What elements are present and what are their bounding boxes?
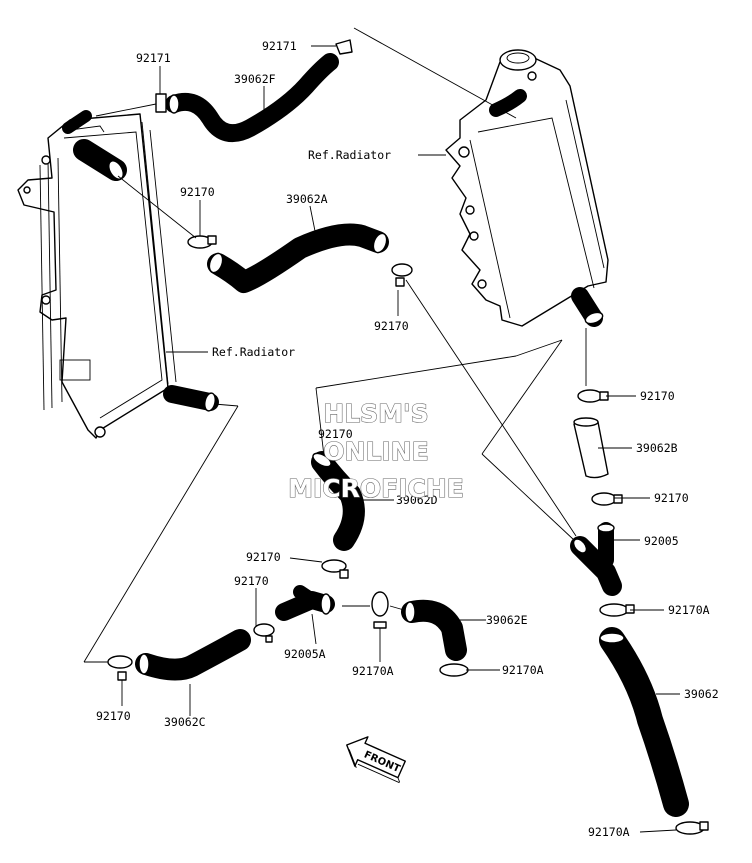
label-92170a-d[interactable]: 92170A: [588, 825, 630, 839]
leader-lines: [83, 27, 680, 833]
left-radiator[interactable]: [17, 110, 219, 439]
clamp-92171-upper[interactable]: [335, 39, 353, 55]
label-92005a[interactable]: 92005A: [284, 647, 326, 661]
clamp-92170a-bottom[interactable]: [675, 821, 709, 835]
hose-39062f[interactable]: [165, 53, 339, 143]
clamp-92170-center-left[interactable]: [253, 623, 275, 643]
clamp-92170-upper-left[interactable]: [187, 235, 217, 249]
tee-joint-92005a[interactable]: [275, 585, 335, 621]
label-39062b[interactable]: 39062B: [636, 441, 678, 455]
label-39062c[interactable]: 39062C: [164, 715, 206, 729]
label-ref-radiator-right[interactable]: Ref.Radiator: [308, 148, 391, 162]
hose-39062e[interactable]: [401, 599, 467, 661]
watermark-line-2: ONLINE: [323, 437, 428, 466]
label-ref-radiator-left[interactable]: Ref.Radiator: [212, 345, 295, 359]
hose-39062d[interactable]: [311, 451, 365, 551]
watermark-line-3: MICROFICHE: [288, 474, 464, 503]
label-39062a[interactable]: 39062A: [286, 192, 328, 206]
clamp-92170-lower-left[interactable]: [107, 655, 133, 681]
label-39062f[interactable]: 39062F: [234, 72, 276, 86]
label-92171-a[interactable]: 92171: [262, 39, 297, 53]
hose-39062b[interactable]: [573, 417, 609, 479]
front-arrow-marker: FRONT: [346, 736, 406, 784]
label-92170a-c[interactable]: 92170A: [502, 663, 544, 677]
clamp-92170a-lower[interactable]: [439, 663, 469, 677]
clamp-92171-left[interactable]: [155, 93, 167, 113]
label-92170-h[interactable]: 92170: [96, 709, 131, 723]
part-labels: 92171 92171 39062F Ref.Radiator 92170 39…: [96, 39, 719, 839]
clamp-92170a-right[interactable]: [599, 603, 635, 617]
label-92171-b[interactable]: 92171: [136, 51, 171, 65]
tee-joint-92005[interactable]: [570, 522, 622, 596]
hose-39062c[interactable]: [135, 629, 251, 681]
label-92170a-a[interactable]: 92170A: [668, 603, 710, 617]
label-39062e[interactable]: 39062E: [486, 613, 528, 627]
label-92005[interactable]: 92005: [644, 534, 679, 548]
label-92170-c[interactable]: 92170: [640, 389, 675, 403]
clamp-92170-right-mid[interactable]: [591, 492, 623, 506]
watermark-line-1: HLSM'S: [323, 399, 428, 428]
label-92170-e[interactable]: 92170: [654, 491, 689, 505]
label-39062d[interactable]: 39062D: [396, 493, 438, 507]
hose-39062a[interactable]: [207, 223, 389, 293]
label-92170-f[interactable]: 92170: [246, 550, 281, 564]
clamp-92170-center[interactable]: [321, 559, 349, 579]
clamp-92170-upper-mid[interactable]: [391, 263, 413, 287]
clamp-92170-right-upper[interactable]: [577, 389, 609, 403]
label-92170-b[interactable]: 92170: [374, 319, 409, 333]
hose-39062[interactable]: [599, 627, 689, 817]
label-92170-a[interactable]: 92170: [180, 185, 215, 199]
right-radiator[interactable]: [445, 49, 609, 327]
clamp-92170a-center[interactable]: [371, 591, 389, 629]
watermark: HLSM'S ONLINE MICROFICHE: [288, 398, 465, 503]
label-92170-g[interactable]: 92170: [234, 574, 269, 588]
label-92170a-b[interactable]: 92170A: [352, 664, 394, 678]
label-92170-d[interactable]: 92170: [318, 427, 353, 441]
label-39062[interactable]: 39062: [684, 687, 719, 701]
